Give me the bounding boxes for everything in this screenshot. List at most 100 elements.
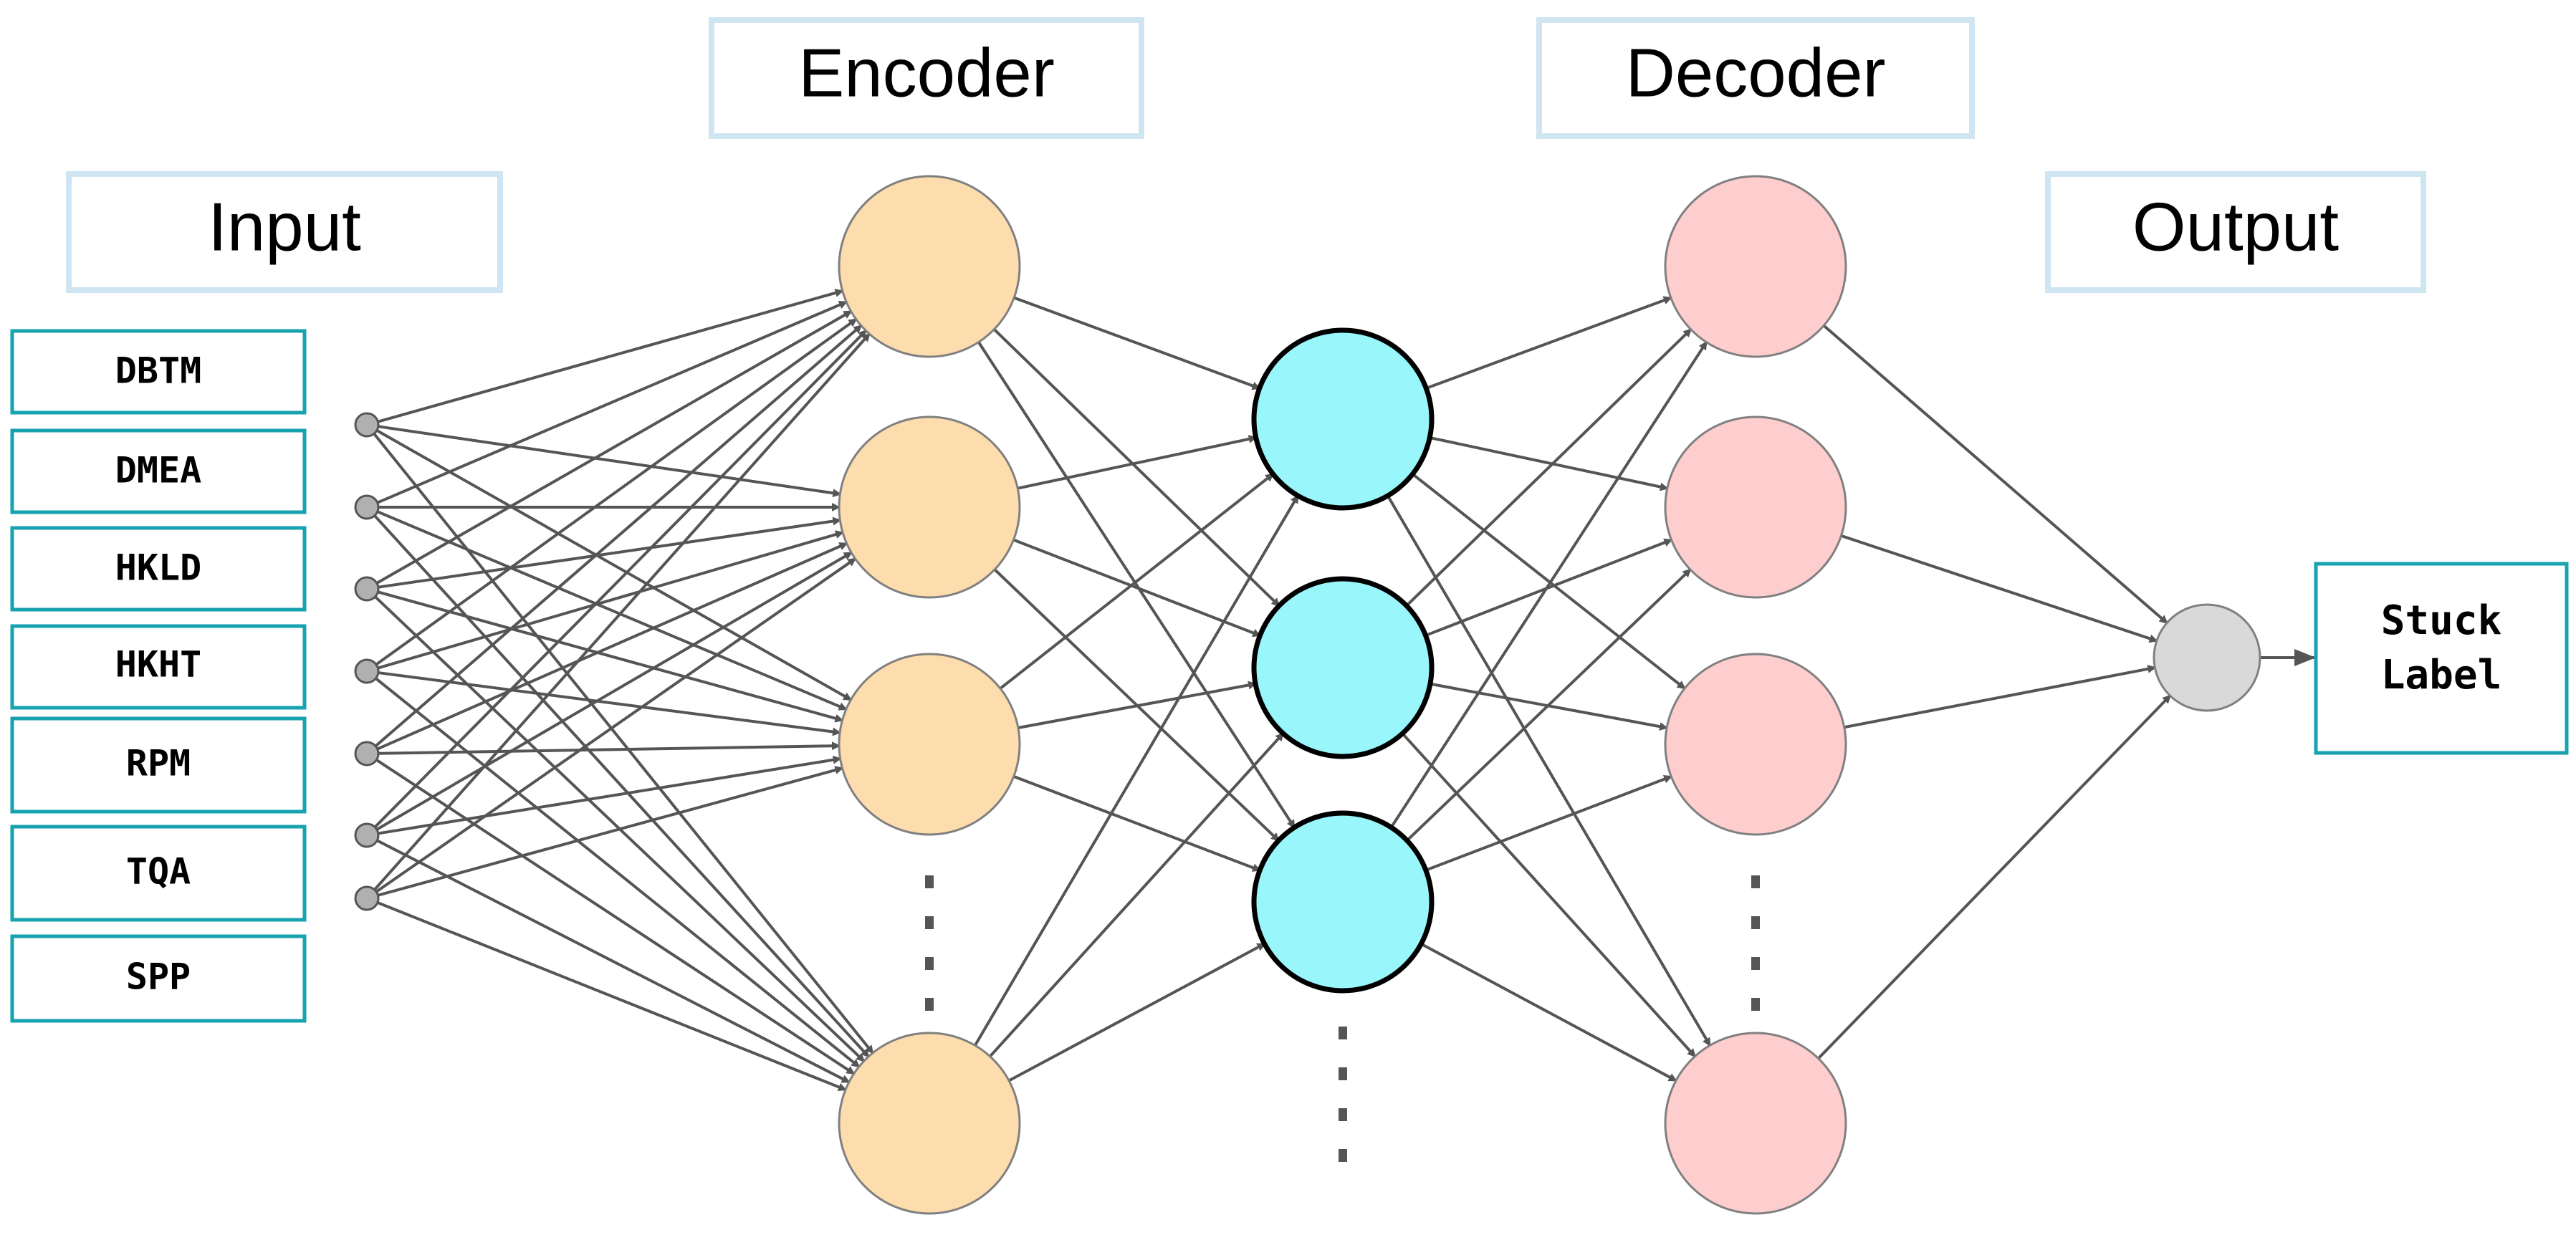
decoder-layer — [1664, 175, 1847, 1215]
input-encoder-edge — [378, 516, 842, 589]
latent-decoder-edge — [1401, 732, 1696, 1058]
input-encoder-edge — [373, 330, 867, 829]
latent-decoder-edge — [1406, 568, 1692, 842]
input-encoder-edge — [378, 741, 841, 755]
input-encoder-edge — [373, 332, 871, 891]
latent-decoder-edge — [1425, 774, 1673, 872]
input-node — [354, 822, 380, 848]
encoder-latent-edge — [974, 494, 1299, 1047]
feature-label: DBTM — [115, 350, 201, 392]
encoder-latent-edge — [989, 732, 1285, 1058]
encoder-latent-edge — [1008, 942, 1266, 1082]
feature-label: DMEA — [115, 450, 201, 491]
latent-node — [1251, 810, 1435, 994]
input-encoder-edge — [375, 557, 857, 893]
output-node — [2153, 603, 2261, 712]
stuck-label-line2: Label — [2381, 652, 2502, 698]
decoder-ellipsis — [1751, 875, 1760, 1011]
input-encoder-edge — [375, 309, 853, 585]
input-encoder-edge — [377, 590, 844, 723]
decoder-output-edge — [1817, 694, 2171, 1059]
feature-box-spp: SPP — [10, 934, 307, 1023]
input-node — [354, 885, 380, 911]
latent-decoder-edge — [1412, 473, 1686, 690]
encoder-node — [838, 653, 1021, 836]
output-header-label: Output — [2132, 188, 2339, 265]
decoder-header: Decoder — [1536, 17, 1975, 139]
feature-box-dmea: DMEA — [10, 428, 307, 514]
encoder-ellipsis — [925, 875, 934, 1011]
encoder-latent-edge — [993, 328, 1280, 607]
feature-box-rpm: RPM — [10, 716, 307, 814]
input-encoder-edge — [375, 317, 858, 666]
input-header-label: Input — [208, 188, 361, 265]
decoder-node — [1664, 415, 1847, 599]
feature-label: HKLD — [115, 547, 201, 589]
latent-decoder-edge — [1405, 328, 1692, 607]
feature-box-tqa: TQA — [10, 825, 307, 922]
encoder-node — [838, 175, 1021, 358]
input-encoder-edge — [378, 671, 842, 736]
input-encoder-edge — [374, 324, 863, 748]
input-node — [354, 741, 380, 767]
input-node — [354, 658, 380, 684]
feature-box-dbtm: DBTM — [10, 329, 307, 415]
feature-label: RPM — [126, 743, 191, 784]
input-node — [354, 494, 380, 520]
input-encoder-edge — [376, 839, 851, 1084]
feature-label: SPP — [126, 956, 191, 998]
input-node — [354, 412, 380, 438]
input-encoder-edge — [378, 755, 842, 835]
decoder-node — [1664, 653, 1847, 836]
encoder-latent-edge — [1013, 296, 1261, 390]
input-encoder-edge — [375, 429, 853, 701]
input-encoder-edge — [377, 901, 847, 1092]
output-header: Output — [2045, 171, 2426, 293]
latent-node — [1251, 327, 1435, 511]
latent-decoder-edge — [1425, 296, 1672, 390]
encoder-latent-edge — [999, 473, 1275, 690]
output-layer — [2153, 603, 2261, 712]
input-encoder-edge — [375, 551, 853, 831]
input-encoder-edge — [376, 300, 848, 504]
feature-box-hkld: HKLD — [10, 526, 307, 612]
input-layer — [354, 412, 380, 911]
decoder-output-edge — [1840, 534, 2158, 643]
input-encoder-edge — [377, 289, 844, 423]
input-encoder-edge — [375, 759, 856, 1075]
encoder-layer — [838, 175, 1021, 1215]
encoder-latent-edge — [977, 341, 1296, 829]
stuck-label-box: Stuck Label — [2314, 562, 2569, 755]
decoder-output-edge — [1822, 325, 2168, 625]
latent-decoder-edge — [1389, 340, 1708, 829]
connection-edges — [373, 289, 2316, 1092]
feature-label: HKHT — [115, 644, 201, 686]
encoder-latent-edge — [1018, 681, 1258, 729]
decoder-node — [1664, 1032, 1847, 1215]
encoder-header: Encoder — [709, 17, 1144, 139]
encoder-latent-edge — [1012, 538, 1262, 638]
latent-decoder-edge — [1386, 494, 1712, 1047]
encoder-header-label: Encoder — [798, 34, 1055, 111]
latent-node — [1251, 576, 1435, 759]
input-node — [354, 576, 380, 602]
input-encoder-edge — [377, 530, 844, 670]
stuck-label-line1: Stuck — [2381, 597, 2502, 644]
input-encoder-edge — [378, 425, 842, 498]
encoder-latent-edge — [1013, 775, 1262, 872]
encoder-latent-edge — [1017, 435, 1258, 490]
input-feature-list: DBTM DMEA HKLD HKHT RPM TQA SPP — [10, 329, 307, 1023]
input-encoder-edge — [376, 510, 848, 711]
input-encoder-edge — [376, 542, 848, 751]
feature-label: TQA — [126, 851, 191, 893]
encoder-node — [838, 415, 1021, 599]
input-encoder-edge — [377, 766, 844, 897]
latent-decoder-edge — [1429, 436, 1669, 491]
latent-ellipsis — [1339, 1027, 1347, 1162]
latent-decoder-edge — [1420, 942, 1677, 1082]
decoder-output-edge — [1844, 664, 2157, 729]
feature-box-hkht: HKHT — [10, 624, 307, 710]
decoder-header-label: Decoder — [1626, 34, 1886, 111]
latent-layer — [1251, 327, 1435, 1162]
encoder-node — [838, 1032, 1021, 1215]
